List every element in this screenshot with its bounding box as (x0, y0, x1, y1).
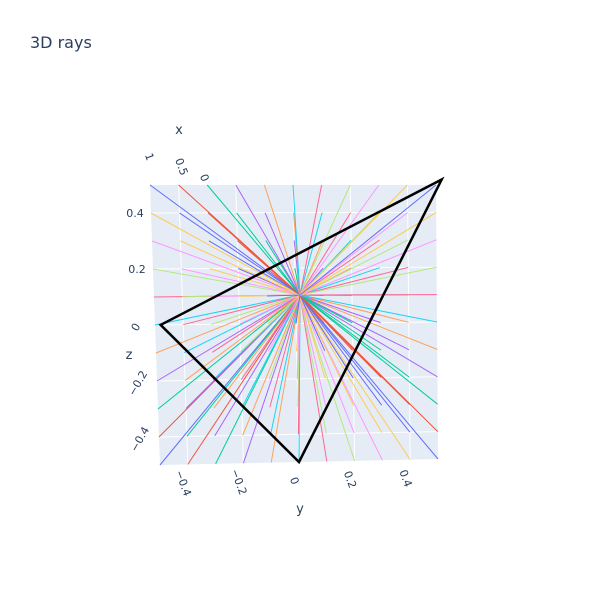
y-tick-label: 0 (287, 475, 302, 486)
z-tick-label: 0.2 (128, 263, 146, 276)
z-tick-label: 0.4 (126, 207, 144, 220)
y-axis-label: y (296, 502, 304, 517)
x-axis-label: x (175, 123, 183, 138)
x-tick-label: 0.5 (172, 156, 190, 177)
y-tick-label: −0.4 (172, 468, 193, 498)
x-tick-label: 1 (142, 151, 157, 162)
y-tick-label: 0.4 (396, 468, 414, 489)
z-tick-label: −0.4 (128, 424, 153, 454)
z-tick-label: −0.2 (126, 368, 151, 398)
y-tick-label: −0.2 (228, 467, 249, 497)
z-axis-label: z (126, 348, 133, 363)
x-tick-label: 0 (197, 172, 212, 183)
y-tick-label: 0.2 (341, 469, 359, 490)
chart-title: 3D rays (30, 33, 92, 52)
z-tick-label: 0 (129, 321, 144, 334)
